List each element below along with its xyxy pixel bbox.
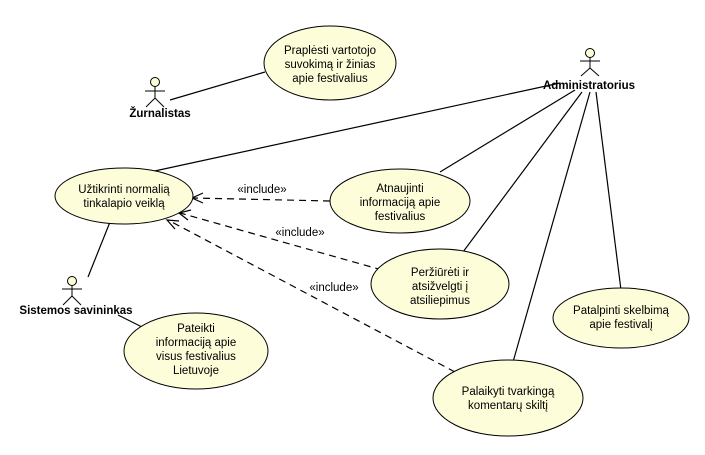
usecase-praplesti[interactable]: Praplėsti vartotojo suvokimą ir žinias a… xyxy=(263,25,397,101)
usecase-palaikyti[interactable]: Palaikyti tvarkingą komentarų skiltį xyxy=(432,359,584,437)
actor-sistemos-savininkas-icon xyxy=(62,276,82,306)
assoc-admin-patalpinti xyxy=(595,91,622,291)
actor-sistemos-savininkas[interactable]: Sistemos savininkas xyxy=(19,276,133,318)
actor-sistemos-savininkas-label: Sistemos savininkas xyxy=(19,305,132,317)
actor-administratorius[interactable]: Administratorius xyxy=(543,48,635,93)
usecase-praplesti-line-3: apie festivalius xyxy=(292,73,368,85)
assoc-admin-palaikyti xyxy=(512,91,591,363)
usecase-atnaujinti[interactable]: Atnaujinti informaciją apie festivalius xyxy=(329,168,471,234)
usecase-atnaujinti-line-1: Atnaujinti xyxy=(376,183,423,195)
include-atnaujinti-uztikrinti xyxy=(192,197,331,202)
usecase-palaikyti-line-2: komentarų skiltį xyxy=(468,400,548,412)
actor-administratorius-icon xyxy=(580,48,600,77)
include-label-1: «include» xyxy=(237,184,286,196)
usecase-praplesti-line-2: suvokimą ir žinias xyxy=(285,59,376,71)
usecase-perziureti-line-2: atsižvelgti į xyxy=(412,281,469,293)
usecase-atnaujinti-line-3: festivalius xyxy=(375,211,426,223)
usecase-palaikyti-line-1: Palaikyti tvarkingą xyxy=(462,386,555,398)
usecase-atnaujinti-line-2: informaciją apie xyxy=(360,197,441,209)
include-label-3: «include» xyxy=(309,282,358,294)
usecase-pateikti-line-4: Lietuvoje xyxy=(173,365,219,377)
usecase-uztikrinti-line-2: tinkalapio veiklą xyxy=(83,198,165,210)
include-perziureti-uztikrinti xyxy=(179,212,383,271)
usecase-patalpinti[interactable]: Patalpinti skelbimą apie festivalį xyxy=(552,287,690,349)
usecase-perziureti-line-3: atsiliepimus xyxy=(410,295,470,307)
include-palaikyti-uztikrinti xyxy=(167,219,456,373)
usecase-pateikti-line-1: Pateikti xyxy=(177,323,215,335)
usecase-pateikti-line-2: informaciją apie xyxy=(156,337,237,349)
assoc-zurnalistas-praplesti xyxy=(169,71,266,101)
usecase-perziureti[interactable]: Peržiūrėti ir atsižvelgti į atsiliepimus xyxy=(370,248,510,320)
include-arrowhead-3 xyxy=(165,219,180,230)
usecase-uztikrinti-line-1: Užtikrinti normalią xyxy=(78,184,170,196)
usecase-perziureti-line-1: Peržiūrėti ir xyxy=(411,267,469,279)
actor-administratorius-label: Administratorius xyxy=(543,80,635,92)
usecase-praplesti-line-1: Praplėsti vartotojo xyxy=(284,45,376,57)
assoc-admin-atnaujinti xyxy=(439,89,576,173)
usecase-patalpinti-line-1: Patalpinti skelbimą xyxy=(573,305,669,317)
actor-zurnalistas-icon xyxy=(145,77,165,108)
assoc-savininkas-uztikrinti xyxy=(87,221,111,278)
usecase-pateikti-line-3: visus festivalius xyxy=(156,351,236,363)
usecase-patalpinti-line-2: apie festivalį xyxy=(589,319,653,331)
actor-zurnalistas[interactable]: Žurnalistas xyxy=(129,77,191,121)
usecase-uztikrinti[interactable]: Užtikrinti normalią tinkalapio veiklą xyxy=(54,167,194,225)
assoc-admin-uztikrinti xyxy=(149,82,561,173)
actor-zurnalistas-label: Žurnalistas xyxy=(129,107,190,120)
assoc-admin-perziureti xyxy=(459,91,583,257)
include-label-2: «include» xyxy=(275,227,324,239)
usecase-pateikti[interactable]: Pateikti informaciją apie visus festival… xyxy=(123,312,269,390)
